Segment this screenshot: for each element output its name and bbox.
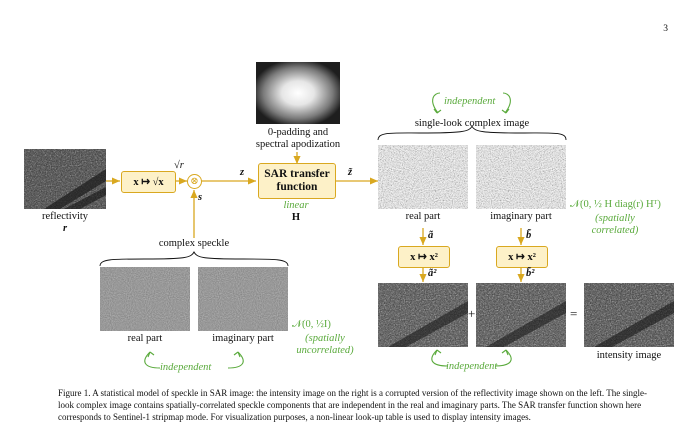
speckle-real-label: real part [127,333,163,344]
square-box-imag: x ↦ x² [496,246,548,268]
slc-imag-label: imaginary part [490,211,552,222]
spatially-uncorrelated-label: (spatially uncorrelated) [296,333,354,357]
slc-real-label: real part [405,211,441,222]
b-tilde-label: b̃ [526,230,532,241]
reflectivity-image [24,149,106,209]
s-label: s [198,192,203,203]
slc-real-image [378,145,468,209]
independent-label-bottom-right: independent [446,361,498,372]
intensity-label: intensity image [596,350,662,361]
a-tilde-sq-label: ã² [428,268,437,279]
b-tilde-sq-label: b̃² [526,268,535,279]
apodization-image [256,62,340,124]
z-tilde-label: z̃ [348,167,353,178]
independent-label-top: independent [444,96,496,107]
speckle-imag-label: imaginary part [212,333,274,344]
single-look-label: single-look complex image [414,118,530,129]
multiply-node: ⊗ [187,174,202,189]
speckle-real-image [100,267,190,331]
intensity-image [584,283,674,347]
sar-transfer-box: SAR transfer function [258,163,336,199]
equals-sign: = [570,306,578,321]
slc-imag-image [476,145,566,209]
apodization-label: 0-padding and spectral apodization [255,127,341,151]
linear-label: linear H [283,200,309,224]
page-number: 3 [663,24,668,34]
figure-caption: Figure 1. A statistical model of speckle… [58,388,647,422]
a-tilde-label: ã [428,230,434,241]
plus-sign: + [468,306,476,321]
complex-speckle-label: complex speckle [158,238,230,249]
real-squared-image [378,283,468,347]
sqrt-r-label: √r [174,160,184,171]
normal-correlated-label: 𝒩(0, ½ H diag(r) Hᵀ) [570,199,661,210]
imag-squared-image [476,283,566,347]
independent-label-bottom-left: independent [160,362,212,373]
sqrt-box: x ↦ √x [121,171,176,193]
z-label: z [240,167,245,178]
reflectivity-label: reflectivity r [41,211,89,235]
spatially-correlated-label: (spatially correlated) [591,213,639,237]
speckle-imag-image [198,267,288,331]
square-box-real: x ↦ x² [398,246,450,268]
normal-iid-label: 𝒩(0, ½I) [292,319,331,330]
